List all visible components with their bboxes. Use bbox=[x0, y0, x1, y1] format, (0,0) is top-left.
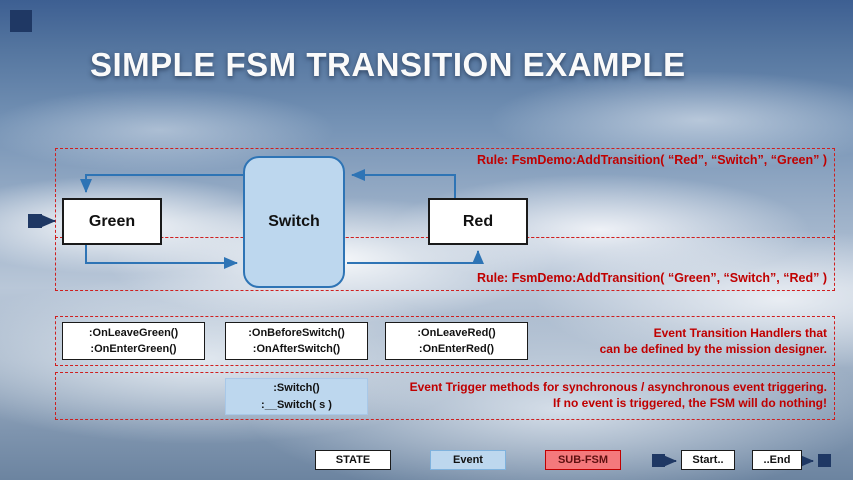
state-red-box: Red bbox=[428, 198, 528, 245]
triggers-note-line2: If no event is triggered, the FSM will d… bbox=[553, 396, 827, 411]
handler-line-leave-green: :OnLeaveGreen() bbox=[88, 326, 179, 339]
corner-decoration-square bbox=[10, 10, 32, 32]
legend-event-box: Event bbox=[430, 450, 506, 470]
start-marker-square bbox=[28, 214, 42, 228]
trigger-box-switch: :Switch() :__Switch( s ) bbox=[225, 378, 368, 415]
state-green-box: Green bbox=[62, 198, 162, 245]
page-title: SIMPLE FSM TRANSITION EXAMPLE bbox=[90, 46, 686, 83]
handler-line-leave-red: :OnLeaveRed() bbox=[417, 326, 496, 339]
legend-subfsm-box: SUB-FSM bbox=[545, 450, 621, 470]
rule-bottom-text: Rule: FsmDemo:AddTransition( “Green”, “S… bbox=[476, 271, 827, 285]
handler-box-red: :OnLeaveRed() :OnEnterRed() bbox=[385, 322, 528, 360]
legend-end-square bbox=[818, 454, 831, 467]
handlers-note: Event Transition Handlers that can be de… bbox=[600, 325, 827, 357]
handlers-note-line2: can be defined by the mission designer. bbox=[599, 342, 827, 357]
handler-line-enter-red: :OnEnterRed() bbox=[418, 343, 495, 355]
legend-start-square bbox=[652, 454, 665, 467]
legend-end-box: ..End bbox=[752, 450, 802, 470]
handlers-note-line1: Event Transition Handlers that bbox=[653, 326, 827, 340]
legend-start-box: Start.. bbox=[681, 450, 735, 470]
handler-box-green: :OnLeaveGreen() :OnEnterGreen() bbox=[62, 322, 205, 360]
triggers-note: Event Trigger methods for synchronous / … bbox=[410, 379, 827, 411]
handlers-region bbox=[55, 316, 835, 366]
handler-box-switch: :OnBeforeSwitch() :OnAfterSwitch() bbox=[225, 322, 368, 360]
rule-top-text: Rule: FsmDemo:AddTransition( “Red”, “Swi… bbox=[476, 153, 827, 167]
triggers-note-line1: Event Trigger methods for synchronous / … bbox=[409, 380, 827, 394]
handler-line-enter-green: :OnEnterGreen() bbox=[90, 343, 177, 355]
event-switch-box: Switch bbox=[243, 156, 345, 288]
trigger-line-switch: :Switch() bbox=[273, 382, 320, 394]
triggers-region bbox=[55, 372, 835, 420]
trigger-line-async-switch: :__Switch( s ) bbox=[261, 398, 332, 411]
legend-state-box: STATE bbox=[315, 450, 391, 470]
handler-line-before-switch: :OnBeforeSwitch() bbox=[248, 326, 345, 339]
handler-line-after-switch: :OnAfterSwitch() bbox=[252, 343, 341, 355]
